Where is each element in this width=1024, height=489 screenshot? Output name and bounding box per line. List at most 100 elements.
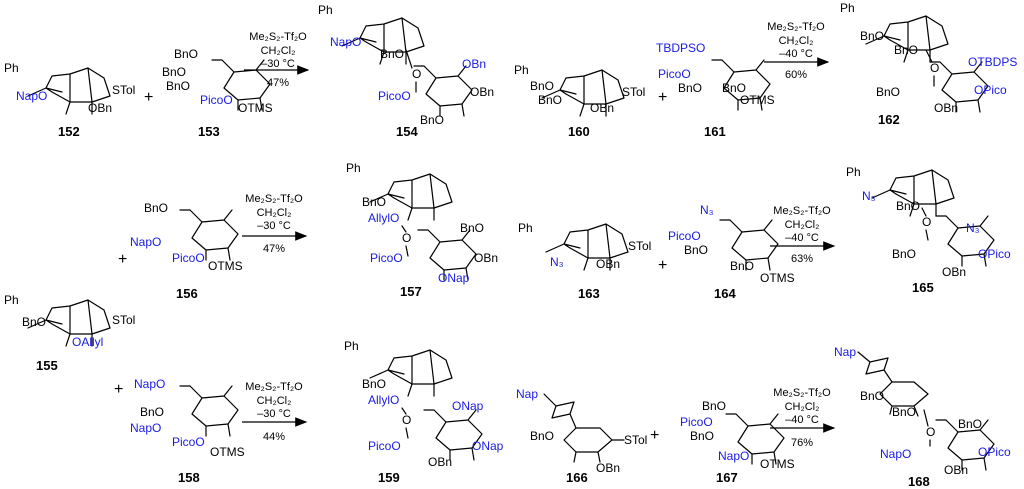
compound-166: Nap BnO OBn STol 166 xyxy=(516,387,647,485)
label-picoo: PicoO xyxy=(368,439,401,453)
label-obn: OBn xyxy=(596,461,620,475)
conditions: Me₂S₂-Tf₂O CH₂Cl₂ –30 °C 47% xyxy=(244,31,310,89)
label-onap-1: ONap xyxy=(452,399,484,413)
reaction-2: Ph BnO BnO OBn STol 160 + TBDPSO PicoO B… xyxy=(514,1,1017,139)
compound-id: 161 xyxy=(704,124,726,139)
label-bno: BnO xyxy=(22,315,46,329)
conditions: Me₂S₂-Tf₂O CH₂Cl₂ –30 °C 44% xyxy=(242,381,308,443)
label-nap: Nap xyxy=(834,345,856,359)
compound-id: 166 xyxy=(566,470,588,485)
label-o: O xyxy=(402,413,411,427)
compound-167: BnO PicoO BnO NapO OTMS 167 xyxy=(680,399,795,485)
compound-165: Ph N₃ BnO O N₃ BnO OPico OBn 165 xyxy=(846,165,1011,295)
label-n3: N₃ xyxy=(700,203,714,217)
label-obn: OBn xyxy=(942,265,966,279)
label-bno-3: BnO xyxy=(958,417,982,431)
label-nap: Nap xyxy=(516,387,538,401)
compound-id: 154 xyxy=(396,124,418,139)
label-bno: BnO xyxy=(530,429,554,443)
label-ph: Ph xyxy=(4,61,19,75)
label-allylo: AllylO xyxy=(368,393,399,407)
compound-162: Ph BnO BnO O OTBDPS BnO OPico OBn 162 xyxy=(840,1,1017,127)
temperature: –30 °C xyxy=(257,220,291,232)
label-ph: Ph xyxy=(518,221,533,235)
solvent: CH₂Cl₂ xyxy=(785,401,820,413)
yield: 63% xyxy=(791,253,813,265)
label-opico: OPico xyxy=(978,445,1011,459)
compound-id: 168 xyxy=(908,474,930,489)
label-napo: NapO xyxy=(718,449,749,463)
label-o: O xyxy=(412,67,421,81)
label-otms: OTMS xyxy=(760,457,795,471)
label-bno-3: BnO xyxy=(166,79,190,93)
label-stol: STol xyxy=(624,433,647,447)
compound-164: N₃ PicoO BnO BnO OTMS 164 xyxy=(668,203,795,301)
yield: 60% xyxy=(785,69,807,81)
compound-168: Nap BnO BnO O BnO NapO OPico OBn 168 xyxy=(834,345,1011,489)
label-bno: BnO xyxy=(896,199,920,213)
label-napo: NapO xyxy=(880,447,911,461)
label-bno: BnO xyxy=(678,81,702,95)
label-bno-2: BnO xyxy=(892,405,916,419)
label-otms: OTMS xyxy=(760,271,795,285)
compound-155: Ph BnO OAllyl STol 155 xyxy=(4,293,135,373)
label-picoo: PicoO xyxy=(668,229,701,243)
compound-id: 167 xyxy=(716,470,738,485)
label-ph: Ph xyxy=(514,63,529,77)
compound-161: TBDPSO PicoO BnO BnO OTMS 161 xyxy=(656,41,775,139)
label-n3: N₃ xyxy=(862,189,876,203)
conditions: Me₂S₂-Tf₂O CH₂Cl₂ –30 °C 47% xyxy=(242,193,308,255)
label-bno: BnO xyxy=(144,201,168,215)
label-picoo: PicoO xyxy=(378,89,411,103)
reagent: Me₂S₂-Tf₂O xyxy=(773,205,831,217)
label-obn: OBn xyxy=(88,101,112,115)
label-o: O xyxy=(922,215,931,229)
label-stol: STol xyxy=(112,313,135,327)
label-bno-2: BnO xyxy=(460,221,484,235)
yield: 47% xyxy=(267,77,289,89)
label-o: O xyxy=(402,231,411,245)
compound-153: BnO BnO BnO PicoO OTMS 153 xyxy=(162,47,273,139)
yield: 47% xyxy=(263,243,285,255)
label-obn-2: OBn xyxy=(470,85,494,99)
label-onap: ONap xyxy=(438,271,470,285)
label-n3: N₃ xyxy=(550,255,564,269)
solvent: CH₂Cl₂ xyxy=(779,35,814,47)
label-allylo: AllylO xyxy=(368,211,399,225)
label-napo: NapO xyxy=(130,235,161,249)
label-otms: OTMS xyxy=(208,259,243,273)
label-n3-2: N₃ xyxy=(966,221,980,235)
label-bno: BnO xyxy=(362,377,386,391)
label-bno-3: BnO xyxy=(876,85,900,99)
compound-152: Ph NapO OBn STol 152 xyxy=(4,61,135,139)
label-ph: Ph xyxy=(344,339,359,353)
temperature: –40 °C xyxy=(785,232,819,244)
label-napo-2: NapO xyxy=(130,421,161,435)
compound-id: 156 xyxy=(176,286,198,301)
compound-163: Ph N₃ OBn STol 163 xyxy=(518,221,651,301)
label-bno: BnO xyxy=(702,399,726,413)
compound-158: NapO BnO NapO PicoO OTMS 158 xyxy=(130,377,245,485)
label-stol: STol xyxy=(112,83,135,97)
label-bno-2: BnO xyxy=(420,113,444,127)
label-obn: OBn xyxy=(596,257,620,271)
label-picoo: PicoO xyxy=(172,435,205,449)
plus-sign: + xyxy=(114,381,123,398)
compound-160: Ph BnO BnO OBn STol 160 xyxy=(514,63,645,139)
label-ph: Ph xyxy=(846,165,861,179)
reagent: Me₂S₂-Tf₂O xyxy=(249,31,307,43)
label-picoo: PicoO xyxy=(658,67,691,81)
label-otms: OTMS xyxy=(740,93,775,107)
solvent: CH₂Cl₂ xyxy=(261,45,296,57)
label-otbdps: OTBDPS xyxy=(968,55,1017,69)
label-obn: OBn xyxy=(944,463,968,477)
label-ph: Ph xyxy=(346,161,361,175)
label-picoo: PicoO xyxy=(370,251,403,265)
label-bno: BnO xyxy=(362,195,386,209)
label-bno-1: BnO xyxy=(530,79,554,93)
yield: 76% xyxy=(791,437,813,449)
label-bno-1: BnO xyxy=(860,29,884,43)
label-obn: OBn xyxy=(590,101,614,115)
compound-id: 165 xyxy=(912,280,934,295)
label-o: O xyxy=(926,425,935,439)
